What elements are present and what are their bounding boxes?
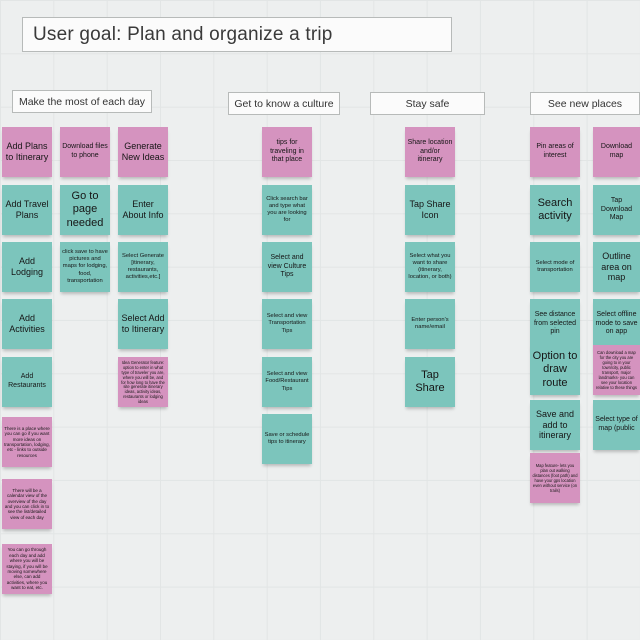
sticky-note[interactable]: Select and view Food/Restaurant Tips xyxy=(262,357,312,407)
category-header-label: Get to know a culture xyxy=(234,97,334,110)
sticky-note[interactable]: Can download a map for the city you are … xyxy=(593,345,640,395)
sticky-note-text: Add Activities xyxy=(9,313,45,334)
board-title-text: User goal: Plan and organize a trip xyxy=(33,23,333,45)
sticky-note-text: Download files to phone xyxy=(62,143,108,159)
sticky-note[interactable]: Click search bar and type what you are l… xyxy=(262,185,312,235)
sticky-note[interactable]: Enter person's name/email xyxy=(405,299,455,349)
sticky-note[interactable]: Add Travel Plans xyxy=(2,185,52,235)
sticky-note[interactable]: Idea Generator feature: option to enter … xyxy=(118,357,168,407)
sticky-note[interactable]: Generate New Ideas xyxy=(118,127,168,177)
sticky-note[interactable]: Select offline mode to save on app xyxy=(593,299,640,349)
sticky-note[interactable]: Select Generate [itinerary, restaurants,… xyxy=(118,242,168,292)
category-header-label: See new places xyxy=(547,97,623,110)
sticky-note-text: There is a place where you can go if you… xyxy=(4,425,50,458)
sticky-note[interactable]: Enter About Info xyxy=(118,185,168,235)
sticky-note-text: Select offline mode to save on app xyxy=(595,311,638,336)
sticky-note[interactable]: Pin areas of interest xyxy=(530,127,580,177)
sticky-note-text: There will be a calendar view of the ove… xyxy=(4,487,50,520)
sticky-note[interactable]: Download map xyxy=(593,127,640,177)
sticky-note-text: Add Travel Plans xyxy=(5,199,49,220)
sticky-note[interactable]: Select and view Culture Tips xyxy=(262,242,312,292)
category-header-get-to-know-a-culture[interactable]: Get to know a culture xyxy=(228,92,340,115)
sticky-note-text: Select Generate [itinerary, restaurants,… xyxy=(122,252,164,281)
sticky-note[interactable]: Go to page needed xyxy=(60,185,110,235)
sticky-note-text: Select mode of transportation xyxy=(535,259,575,273)
sticky-note[interactable]: Map feature- lets you plan out walking d… xyxy=(530,453,580,503)
sticky-note-text: Select and view Culture Tips xyxy=(267,254,307,279)
sticky-note[interactable]: You can go through each day and add wher… xyxy=(2,544,52,594)
sticky-note-text: Add Plans to Itinerary xyxy=(5,141,49,162)
sticky-note-text: Select and view Food/Restaurant Tips xyxy=(265,371,309,392)
sticky-note-text: Save and add to itinerary xyxy=(535,408,575,441)
sticky-note-text: Outline area on map xyxy=(601,250,632,283)
sticky-note[interactable]: Select and view Transportation Tips xyxy=(262,299,312,349)
sticky-note-text: Select and view Transportation Tips xyxy=(266,313,308,334)
sticky-note-text: Pin areas of interest xyxy=(536,143,574,159)
sticky-note[interactable]: Select what you want to share (itinerary… xyxy=(405,242,455,292)
sticky-note[interactable]: Add Activities xyxy=(2,299,52,349)
sticky-note-text: Generate New Ideas xyxy=(121,141,165,162)
sticky-note[interactable]: Select mode of transportation xyxy=(530,242,580,292)
sticky-note[interactable]: Add Plans to Itinerary xyxy=(2,127,52,177)
sticky-note-text: Tap Download Map xyxy=(600,197,633,222)
sticky-note-text: Select type of map (public xyxy=(595,416,638,432)
sticky-note-text: click save to have pictures and maps for… xyxy=(62,249,108,284)
sticky-note[interactable]: Download files to phone xyxy=(60,127,110,177)
sticky-note[interactable]: Tap Download Map xyxy=(593,185,640,235)
sticky-note-text: tips for traveling in that place xyxy=(270,139,304,164)
sticky-note-text: Tap Share Icon xyxy=(409,199,451,220)
sticky-note-text: Select what you want to share (itinerary… xyxy=(408,252,452,281)
category-header-label: Make the most of each day xyxy=(18,95,146,108)
sticky-note[interactable]: Save or schedule tips to itinerary xyxy=(262,414,312,464)
sticky-note-text: Option to draw route xyxy=(532,349,578,389)
sticky-note[interactable]: There is a place where you can go if you… xyxy=(2,417,52,467)
sticky-note-text: You can go through each day and add wher… xyxy=(6,547,48,591)
sticky-note[interactable]: Save and add to itinerary xyxy=(530,400,580,450)
sticky-note[interactable]: Share location and/or itinerary xyxy=(405,127,455,177)
sticky-note-text: Save or schedule tips to itinerary xyxy=(264,431,310,445)
sticky-note[interactable]: Select Add to Itinerary xyxy=(118,299,168,349)
sticky-note[interactable]: Add Lodging xyxy=(2,242,52,292)
sticky-note[interactable]: Tap Share xyxy=(405,357,455,407)
sticky-note-text: Enter person's name/email xyxy=(411,316,449,330)
sticky-note-text: Go to page needed xyxy=(66,189,104,229)
sticky-note-text: Download map xyxy=(600,143,633,159)
sticky-note-text: See distance from selected pin xyxy=(533,311,577,336)
sticky-note[interactable]: Add Restaurants xyxy=(2,357,52,407)
sticky-note[interactable]: click save to have pictures and maps for… xyxy=(60,242,110,292)
sticky-note-text: Search activity xyxy=(537,196,573,222)
sticky-note-text: Select Add to Itinerary xyxy=(121,313,165,334)
category-header-stay-safe[interactable]: Stay safe xyxy=(370,92,485,115)
sticky-note[interactable]: There will be a calendar view of the ove… xyxy=(2,479,52,529)
category-header-see-new-places[interactable]: See new places xyxy=(530,92,640,115)
sticky-note-text: Can download a map for the city you are … xyxy=(596,350,637,390)
sticky-note-text: Idea Generator feature: option to enter … xyxy=(121,359,165,405)
sticky-note[interactable]: Option to draw route xyxy=(530,345,580,395)
sticky-note[interactable]: Outline area on map xyxy=(593,242,640,292)
sticky-note-text: Map feature- lets you plan out walking d… xyxy=(532,463,578,493)
category-header-make-the-most-of-each-day[interactable]: Make the most of each day xyxy=(12,90,152,113)
sticky-note-text: Enter About Info xyxy=(122,199,164,220)
sticky-note[interactable]: Search activity xyxy=(530,185,580,235)
sticky-note-text: Tap Share xyxy=(415,368,445,394)
sticky-note[interactable]: See distance from selected pin xyxy=(530,299,580,349)
sticky-note[interactable]: tips for traveling in that place xyxy=(262,127,312,177)
sticky-note-text: Share location and/or itinerary xyxy=(407,139,453,164)
category-header-label: Stay safe xyxy=(405,97,450,110)
sticky-note-text: Add Restaurants xyxy=(8,373,46,389)
sticky-note[interactable]: Select type of map (public xyxy=(593,400,640,450)
board-title[interactable]: User goal: Plan and organize a trip xyxy=(22,17,452,52)
sticky-note-text: Add Lodging xyxy=(10,256,44,277)
sticky-note[interactable]: Tap Share Icon xyxy=(405,185,455,235)
sticky-note-text: Click search bar and type what you are l… xyxy=(266,195,308,224)
